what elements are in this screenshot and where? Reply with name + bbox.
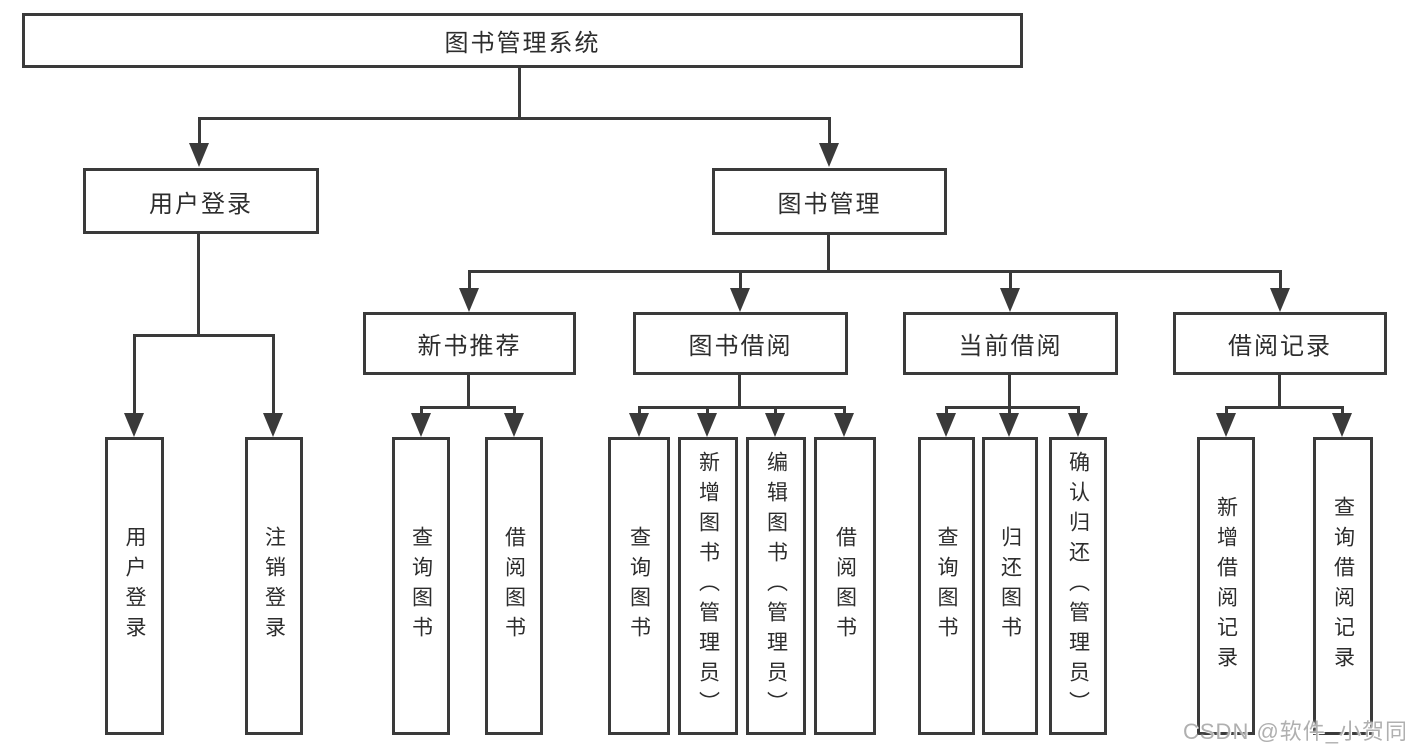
arrow-down-icon (936, 406, 956, 437)
leaf-current-return-label: 归还图书 (998, 526, 1022, 646)
csdn-watermark: CSDN @软件_小贺同学 (1183, 719, 1405, 744)
arrow-down-icon (730, 270, 750, 312)
arrow-down-icon (124, 334, 144, 437)
leaf-borrow-borrow-label: 借阅图书 (833, 526, 857, 646)
leaf-current-return: 归还图书 (982, 437, 1038, 735)
connector-borrow-record-stem (1278, 374, 1281, 407)
leaf-current-confirm-admin-label: 确认归还（管理员） (1066, 451, 1090, 721)
arrow-down-icon (765, 406, 785, 437)
connector-current-borrow-rail (945, 406, 1080, 409)
arrow-down-icon (629, 406, 649, 437)
leaf-new-book-query-label: 查询图书 (409, 526, 433, 646)
leaf-current-query-label: 查询图书 (935, 526, 958, 646)
leaf-new-book-query: 查询图书 (392, 437, 450, 735)
arrow-down-icon (189, 117, 209, 167)
leaf-record-query: 查询借阅记录 (1313, 437, 1373, 735)
leaf-borrow-borrow: 借阅图书 (814, 437, 876, 735)
arrow-down-icon (697, 406, 717, 437)
arrow-down-icon (504, 406, 524, 437)
node-book-borrow: 图书借阅 (633, 312, 848, 375)
leaf-new-book-borrow-label: 借阅图书 (502, 526, 526, 646)
connector-book-mgmt-stem (827, 235, 830, 271)
node-user-login: 用户登录 (83, 168, 319, 234)
connector-current-borrow-stem (1008, 374, 1011, 407)
connector-root-stem (518, 68, 521, 118)
leaf-new-book-borrow: 借阅图书 (485, 437, 543, 735)
leaf-record-query-label: 查询借阅记录 (1331, 496, 1355, 676)
connector-level2-rail (198, 117, 830, 120)
arrow-down-icon (1332, 406, 1352, 437)
leaf-logout: 注销登录 (245, 437, 303, 735)
arrow-down-icon (834, 406, 854, 437)
arrow-down-icon (1270, 270, 1290, 312)
node-current-borrow: 当前借阅 (903, 312, 1118, 375)
leaf-borrow-query: 查询图书 (608, 437, 670, 735)
arrow-down-icon (999, 406, 1019, 437)
leaf-borrow-query-label: 查询图书 (627, 526, 651, 646)
leaf-record-add-label: 新增借阅记录 (1214, 496, 1238, 676)
node-book-management: 图书管理 (712, 168, 947, 235)
leaf-borrow-add-admin: 新增图书（管理员） (678, 437, 738, 735)
leaf-record-add: 新增借阅记录 (1197, 437, 1255, 735)
leaf-current-query: 查询图书 (918, 437, 975, 735)
leaf-borrow-add-admin-label: 新增图书（管理员） (696, 451, 720, 721)
arrow-down-icon (459, 270, 479, 312)
connector-level3-rail (468, 270, 1281, 273)
connector-new-book-rail (420, 406, 516, 409)
connector-user-login-rail (133, 334, 274, 337)
node-new-book-recommend: 新书推荐 (363, 312, 576, 375)
leaf-user-login: 用户登录 (105, 437, 164, 735)
leaf-borrow-edit-admin: 编辑图书（管理员） (746, 437, 806, 735)
connector-book-borrow-rail (638, 406, 846, 409)
arrow-down-icon (819, 117, 839, 167)
leaf-current-confirm-admin: 确认归还（管理员） (1049, 437, 1107, 735)
connector-user-login-stem (197, 234, 200, 335)
node-borrow-record: 借阅记录 (1173, 312, 1387, 375)
arrow-down-icon (411, 406, 431, 437)
leaf-logout-label: 注销登录 (262, 526, 286, 646)
node-root: 图书管理系统 (22, 13, 1023, 68)
arrow-down-icon (263, 334, 283, 437)
arrow-down-icon (1068, 406, 1088, 437)
leaf-borrow-edit-admin-label: 编辑图书（管理员） (764, 451, 788, 721)
connector-borrow-record-rail (1225, 406, 1344, 409)
arrow-down-icon (1216, 406, 1236, 437)
leaf-user-login-label: 用户登录 (123, 526, 146, 646)
connector-book-borrow-stem (738, 374, 741, 407)
connector-new-book-stem (467, 374, 470, 407)
arrow-down-icon (1000, 270, 1020, 312)
